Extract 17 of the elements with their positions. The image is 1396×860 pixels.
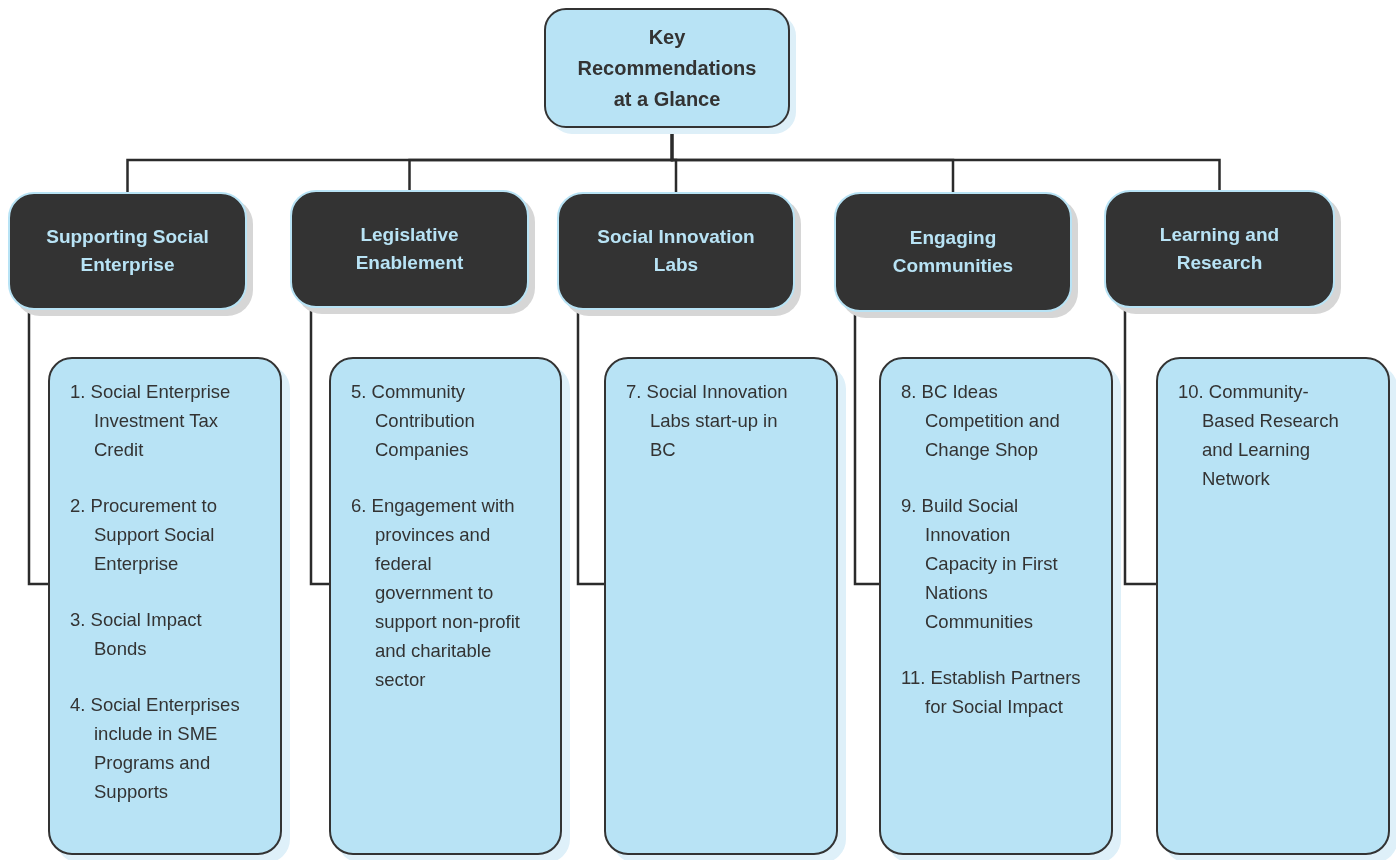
category-label: Engaging Communities (891, 226, 1015, 278)
recommendation-text: 7. Social Innovation Labs start-up in BC (626, 380, 789, 462)
title-text: Key Recommendations at a Glance (576, 24, 758, 112)
category-label: Supporting Social Enterprise (45, 225, 210, 277)
recommendation-text: 4. Social Enterprises include in SME Programs and Supports (70, 693, 241, 804)
recommendation-text: 6. Engagement with provinces and federal government to support non-profit and charitable sector (351, 494, 521, 692)
recommendation-text: 11. Establish Partners for Social Impact (901, 666, 1082, 719)
recommendation-text: 10. Community-Based Research and Learning Network (1178, 380, 1340, 491)
category-label: Learning and Research (1158, 223, 1281, 275)
category-label: Legislative Enablement (354, 223, 465, 275)
recommendation-text: 1. Social Enterprise Investment Tax Credit (70, 380, 232, 462)
recommendation-text: 8. BC Ideas Competition and Change Shop (901, 380, 1061, 462)
recommendation-text: 5. Community Contribution Companies (351, 380, 476, 462)
category-label: Social Innovation Labs (596, 225, 756, 277)
recommendation-text: 3. Social Impact Bonds (70, 608, 203, 661)
recommendation-text: 2. Procurement to Support Social Enterprise (70, 494, 219, 576)
recommendation-text: 9. Build Social Innovation Capacity in First Nations Communities (901, 494, 1059, 634)
